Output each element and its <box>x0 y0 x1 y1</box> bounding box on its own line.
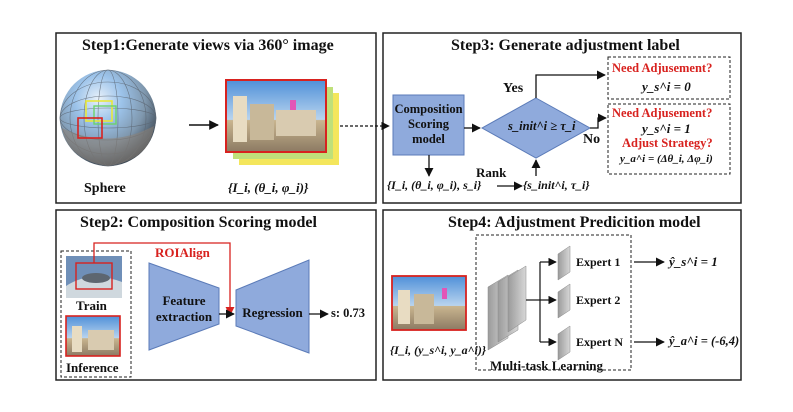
expert-n-label: Expert N <box>576 335 623 349</box>
views-stack <box>225 79 339 165</box>
expert-2-label: Expert 2 <box>576 293 621 307</box>
shared-backbone <box>487 265 527 351</box>
multitask-label: Multi-task Learning <box>490 358 604 373</box>
step3-title: Step3: Generate adjustment label <box>451 37 680 54</box>
box2-question: Need Adjusement? <box>612 106 713 120</box>
feature-line-2: extraction <box>155 309 213 324</box>
views-label: {I_i, (θ_i, φ_i)} <box>228 180 309 195</box>
output-n-label: ŷ_a^i = (-6,4) <box>669 334 740 348</box>
inference-label: Inference <box>66 360 119 375</box>
box2-question-2: Adjust Strategy? <box>622 136 713 150</box>
inference-image <box>65 315 121 357</box>
roialign-label: ROIAlign <box>155 245 210 260</box>
feature-extraction-block <box>148 262 220 351</box>
step4-input-label: {I_i, (y_s^i, y_a^i)} <box>390 343 487 357</box>
box1-value: y_s^i = 0 <box>642 79 691 94</box>
box2-value-2: y_a^i = (Δθ_i, Δφ_i) <box>620 153 713 165</box>
model-label: Composition Scoring model <box>393 102 464 147</box>
train-inference-box <box>60 250 132 378</box>
decision-diamond <box>480 97 592 159</box>
input-set-label: {I_i, (θ_i, φ_i), s_i} <box>387 178 482 192</box>
arrow-yes <box>535 70 606 98</box>
box1-question: Need Adjusement? <box>612 61 713 75</box>
step4-input-image <box>391 275 467 331</box>
output-1-label: ŷ_s^i = 1 <box>669 254 718 269</box>
box2-value: y_s^i = 1 <box>642 121 691 136</box>
rank-label: Rank <box>476 165 507 180</box>
feature-line-1: Feature <box>162 293 206 308</box>
expert-n-block <box>557 325 571 361</box>
no-label: No <box>583 132 601 147</box>
condition-label: s_init^i ≥ τ_i <box>508 119 576 133</box>
model-line-3: model <box>412 132 445 146</box>
label-box-adjust <box>607 103 731 175</box>
step3-panel <box>382 32 742 204</box>
yes-label: Yes <box>503 81 524 96</box>
regression-block <box>235 259 310 354</box>
score-label: s: 0.73 <box>331 306 366 320</box>
arrow-no <box>590 113 607 129</box>
step4-title: Step4: Adjustment Predicition model <box>448 214 701 231</box>
multitask-box <box>475 234 632 371</box>
train-label: Train <box>76 298 107 313</box>
composition-scoring-model-box <box>392 94 465 156</box>
model-line-2: Scoring <box>408 117 449 131</box>
step2-title: Step2: Composition Scoring model <box>80 214 317 231</box>
regression-label: Regression <box>242 305 303 320</box>
expert-2-block <box>557 283 571 319</box>
step1-title: Step1:Generate views via 360° image <box>82 37 334 54</box>
rank-set-label: {s_init^i, τ_i} <box>523 178 590 192</box>
sphere-label: Sphere <box>84 181 126 196</box>
label-box-no-adjust <box>607 56 731 100</box>
step2-panel <box>55 209 377 381</box>
expert-1-block <box>557 245 571 281</box>
step1-panel <box>55 32 377 204</box>
feature-label: Feature extraction <box>149 293 219 325</box>
sphere-image <box>59 69 157 167</box>
roialign-arrow <box>93 242 235 316</box>
step4-panel <box>382 209 742 381</box>
model-line-1: Composition <box>394 102 463 116</box>
expert-1-label: Expert 1 <box>576 255 621 269</box>
